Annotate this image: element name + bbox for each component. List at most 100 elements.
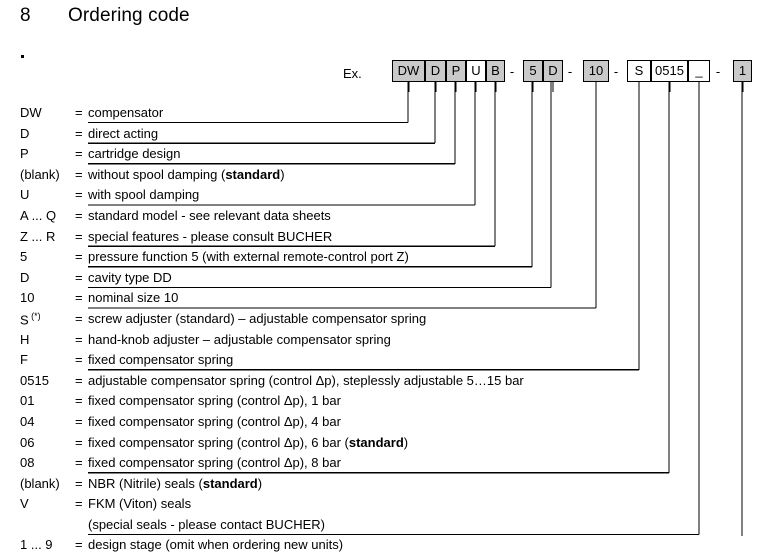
legend-equals: = (75, 228, 83, 244)
legend-key: D (20, 269, 30, 285)
code-box-1: 1 (733, 60, 752, 82)
legend-row: (blank) = without spool damping (standard) (0, 167, 760, 188)
legend-key: U (20, 187, 30, 203)
legend-value: special features - please consult BUCHER (88, 228, 333, 244)
code-box-d: D (543, 60, 563, 82)
legend-value: fixed compensator spring (control Δp), 8… (88, 455, 341, 471)
legend-equals: = (75, 166, 83, 182)
legend-value: pressure function 5 (with external remot… (88, 249, 409, 265)
page-title: 8 Ordering code (20, 5, 190, 27)
legend-equals: = (75, 269, 83, 285)
legend-equals: = (75, 290, 83, 306)
legend-equals: = (75, 125, 83, 141)
legend-row: 5 = pressure function 5 (with external rem… (0, 249, 760, 270)
legend-row: F=fixed compensator spring (0, 352, 760, 373)
code-box-0515: 0515 (651, 60, 688, 82)
legend-key: 04 (20, 413, 35, 429)
legend-value: with spool damping (88, 187, 200, 203)
legend-row: 0515 = adjustable compensator spring (cont… (0, 373, 760, 394)
heading-tick-mark (21, 55, 24, 58)
legend-row: Z ... R = special features - please consul… (0, 229, 760, 250)
legend-key: 06 (20, 434, 35, 450)
code-separator-2: - (567, 64, 573, 79)
code-box-blank: _ (688, 60, 710, 82)
code-separator-1: - (509, 64, 515, 79)
legend-equals: = (75, 455, 83, 471)
example-label: Ex. (343, 66, 362, 81)
legend-key: 1 ... 9 (20, 537, 53, 553)
code-box-d: D (425, 60, 446, 82)
legend-equals: = (75, 146, 83, 162)
legend-value: fixed compensator spring (control Δp), 1… (88, 393, 341, 409)
legend-equals: = (75, 105, 83, 120)
legend-key: D (20, 125, 30, 141)
legend-key: 0515 (20, 372, 49, 388)
legend-key: 10 (20, 290, 35, 306)
legend-row: 06 = fixed compensator spring (control Δp)… (0, 435, 760, 456)
legend-equals: = (75, 434, 83, 450)
legend-equals: = (75, 413, 83, 429)
legend-value: hand-knob adjuster – adjustable compensa… (88, 331, 391, 347)
legend-row: V=FKM (Viton) seals (0, 496, 760, 517)
code-separator-3: - (613, 64, 619, 79)
legend-value: without spool damping (standard) (88, 166, 285, 182)
section-number: 8 (20, 5, 31, 26)
legend-row: 1 ... 9 = design stage (omit when ordering… (0, 537, 760, 558)
legend-key: DW (20, 105, 42, 120)
legend-equals: = (75, 537, 83, 553)
legend-key: H (20, 331, 30, 347)
legend-key: A ... Q (20, 207, 57, 223)
legend-key: S (*) (20, 310, 41, 328)
code-box-u: U (466, 60, 486, 82)
code-box-b: B (486, 60, 505, 82)
legend-row: A ... Q = standard model - see relevant da… (0, 208, 760, 229)
legend-row: U = with spool damping (0, 187, 760, 208)
legend-key: 08 (20, 455, 35, 471)
legend-row: D=cavity type DD (0, 270, 760, 291)
legend-equals: = (75, 331, 83, 347)
legend-key: (blank) (20, 166, 60, 182)
legend-row: 10 = nominal size 10 (0, 290, 760, 311)
legend-row: (blank) = NBR (Nitrile) seals (standard) (0, 476, 760, 497)
section-title: Ordering code (68, 5, 190, 26)
legend-equals: = (75, 187, 83, 203)
legend-row: P = cartridge design (0, 146, 760, 167)
legend-value: compensator (88, 105, 164, 120)
legend-equals: = (75, 475, 83, 491)
code-box-s: S (627, 60, 651, 82)
legend-key: P (20, 146, 29, 162)
legend-row: H = hand-knob adjuster – adjustable compen… (0, 332, 760, 353)
legend-row: 01=fixed compensator spring (control Δp)… (0, 393, 760, 414)
legend-key: V (20, 496, 29, 512)
legend-value: screw adjuster (standard) – adjustable c… (88, 310, 427, 326)
legend-row: S (*) = screw adjuster (standard) – adjust… (0, 311, 760, 332)
legend-value: fixed compensator spring (control Δp), 6… (88, 434, 409, 450)
legend-key: F (20, 352, 28, 368)
legend-value: standard model - see relevant data sheet… (88, 207, 331, 223)
legend-equals: = (75, 372, 83, 388)
legend-row: 04 = fixed compensator spring (control Δp)… (0, 414, 760, 435)
legend-key: 5 (20, 249, 28, 265)
legend-value: cartridge design (88, 146, 181, 162)
legend-key: Z ... R (20, 228, 56, 244)
legend-equals: = (75, 496, 83, 512)
legend-equals: = (75, 393, 83, 409)
legend-value: fixed compensator spring (88, 352, 234, 368)
code-box-p: P (446, 60, 466, 82)
legend-value: adjustable compensator spring (control Δ… (88, 372, 524, 388)
legend-key: (blank) (20, 475, 60, 491)
legend-equals: = (75, 249, 83, 265)
legend-value: direct acting (88, 125, 159, 141)
legend-value: design stage (omit when ordering new uni… (88, 537, 344, 553)
legend-value: NBR (Nitrile) seals (standard) (88, 475, 263, 491)
legend-equals: = (75, 310, 83, 326)
legend-value: nominal size 10 (88, 290, 179, 306)
code-separator-4: - (715, 64, 721, 79)
legend-row: (special seals - please contact BUCHER) (0, 517, 760, 538)
code-box-5: 5 (523, 60, 543, 82)
legend-value: fixed compensator spring (control Δp), 4… (88, 413, 341, 429)
code-box-10: 10 (583, 60, 609, 82)
legend-equals: = (75, 207, 83, 223)
legend-row: 08 = fixed compensator spring (control Δp)… (0, 455, 760, 476)
